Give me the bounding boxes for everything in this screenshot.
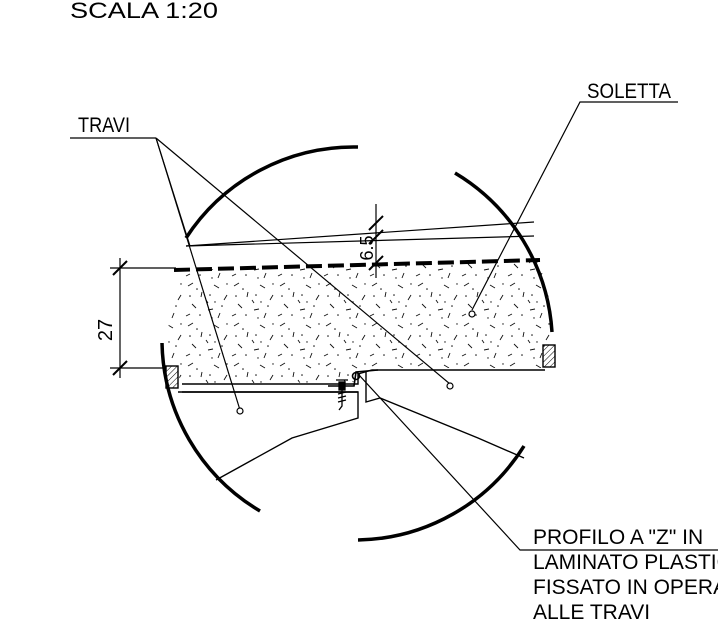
profilo-label-line-4: ALLE TRAVI — [533, 601, 650, 624]
concrete-slab — [166, 260, 554, 384]
fixing-screw — [336, 379, 348, 411]
leader-point-travi-right — [446, 382, 454, 390]
left-beam-end-block — [165, 365, 179, 389]
right-beam-end-block — [542, 344, 556, 368]
profilo-label-line-1: PROFILO A "Z" IN — [533, 526, 703, 549]
leader-point-travi-left — [236, 407, 244, 415]
leader-point-soletta — [468, 310, 476, 318]
profilo-label-line-3: FISSATO IN OPERA — [533, 576, 718, 599]
scale-label: SCALA 1:20 — [70, 0, 218, 23]
profilo-label-line-2: LAMINATO PLASTIC — [533, 551, 718, 574]
leader-lines — [70, 101, 718, 551]
dimension-27-label: 27 — [95, 319, 117, 341]
profilo-label: PROFILO A "Z" IN LAMINATO PLASTIC FISSAT… — [533, 526, 718, 624]
dimension-6-5 — [368, 204, 384, 278]
leader-end-points — [236, 310, 476, 415]
circle-arc-upper-left — [184, 145, 359, 239]
travi-leader-3 — [155, 137, 451, 385]
soletta-label: SOLETTA — [587, 80, 671, 103]
circle-arc-lower-left — [160, 342, 261, 513]
waterproof-layer — [173, 258, 541, 272]
profilo-leader — [358, 374, 718, 551]
travi-leader-2 — [155, 137, 241, 411]
travi-label: TRAVI — [78, 114, 130, 137]
dimension-6-5-label: 6.5 — [357, 235, 377, 260]
soletta-leader — [471, 101, 678, 311]
dimension-27 — [110, 258, 176, 378]
circle-arc-lower-right — [357, 445, 526, 542]
top-layer-lines — [185, 221, 535, 247]
left-beam — [165, 365, 359, 481]
